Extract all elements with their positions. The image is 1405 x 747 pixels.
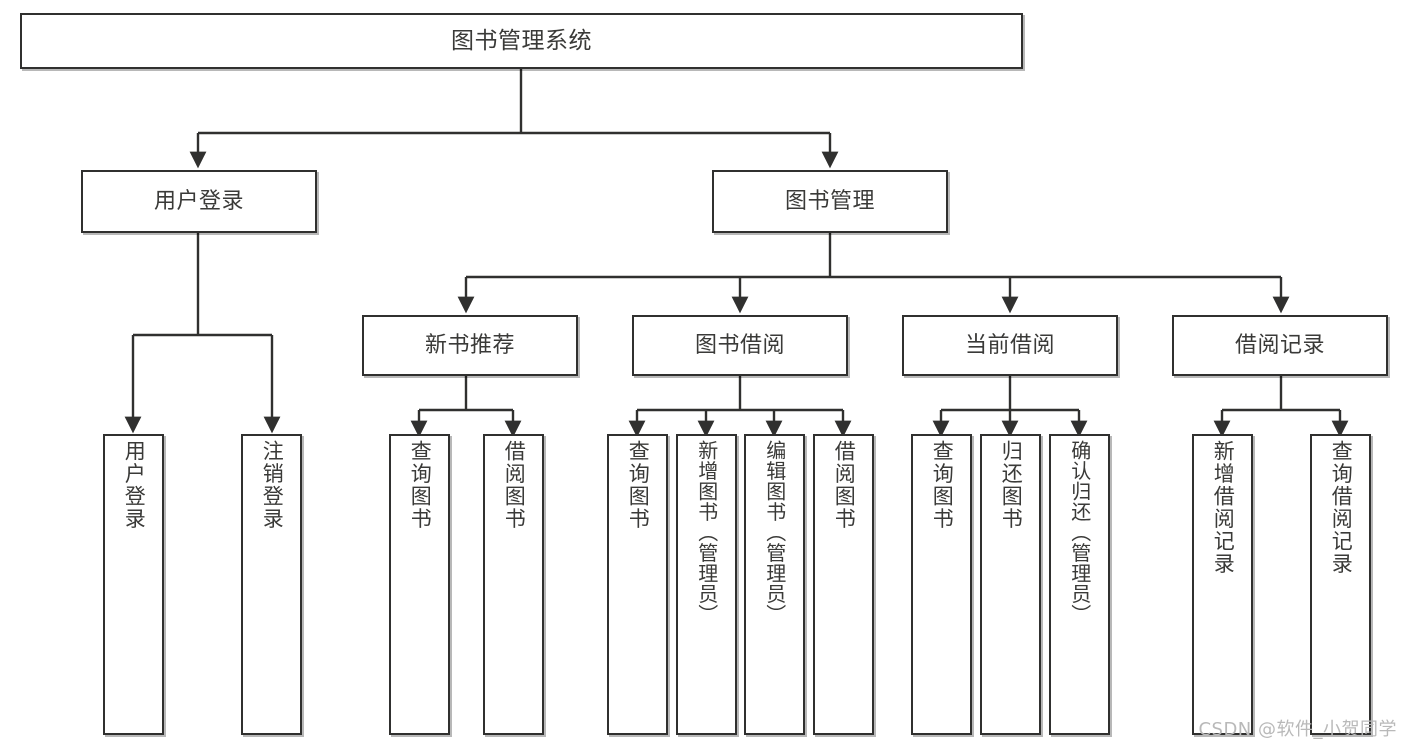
node-leaf-query-book-3-label: 查询图书	[930, 440, 955, 530]
node-new-book-recommend[interactable]: 新书推荐	[362, 315, 578, 376]
node-leaf-return-book-label: 归还图书	[999, 440, 1024, 530]
node-leaf-add-record[interactable]: 新增借阅记录	[1192, 434, 1253, 735]
node-current-borrow-label: 当前借阅	[964, 332, 1055, 358]
watermark: CSDN @软件_小贺同学	[1198, 719, 1397, 740]
node-current-borrow[interactable]: 当前借阅	[902, 315, 1118, 376]
node-leaf-query-book-2-label: 查询图书	[626, 440, 651, 530]
node-user-login-label: 用户登录	[153, 188, 244, 214]
node-leaf-borrow-book-1-label: 借阅图书	[502, 440, 527, 530]
node-leaf-add-book-label: 新增图书（管理员）	[694, 440, 719, 625]
node-leaf-edit-book[interactable]: 编辑图书（管理员）	[744, 434, 805, 735]
node-book-borrow[interactable]: 图书借阅	[632, 315, 848, 376]
node-borrow-record[interactable]: 借阅记录	[1172, 315, 1388, 376]
node-leaf-query-book-2[interactable]: 查询图书	[607, 434, 668, 735]
node-book-management-label: 图书管理	[784, 188, 875, 214]
node-leaf-logout-login-label: 注销登录	[260, 440, 285, 530]
node-leaf-user-login-label: 用户登录	[122, 440, 147, 530]
node-leaf-query-record-label: 查询借阅记录	[1329, 440, 1354, 575]
node-leaf-add-book[interactable]: 新增图书（管理员）	[676, 434, 737, 735]
node-user-login[interactable]: 用户登录	[81, 170, 317, 233]
node-leaf-user-login[interactable]: 用户登录	[103, 434, 164, 735]
node-leaf-logout-login[interactable]: 注销登录	[241, 434, 302, 735]
node-book-management[interactable]: 图书管理	[712, 170, 948, 233]
node-leaf-confirm-return[interactable]: 确认归还（管理员）	[1049, 434, 1110, 735]
node-leaf-edit-book-label: 编辑图书（管理员）	[762, 440, 787, 625]
node-leaf-query-book-1-label: 查询图书	[408, 440, 433, 530]
node-root[interactable]: 图书管理系统	[20, 13, 1023, 69]
node-borrow-record-label: 借阅记录	[1234, 332, 1325, 358]
node-new-book-recommend-label: 新书推荐	[424, 332, 515, 358]
node-leaf-borrow-book-2[interactable]: 借阅图书	[813, 434, 874, 735]
node-leaf-add-record-label: 新增借阅记录	[1211, 440, 1236, 575]
node-leaf-query-record[interactable]: 查询借阅记录	[1310, 434, 1371, 735]
node-leaf-query-book-1[interactable]: 查询图书	[389, 434, 450, 735]
node-leaf-return-book[interactable]: 归还图书	[980, 434, 1041, 735]
node-leaf-borrow-book-2-label: 借阅图书	[832, 440, 857, 530]
node-book-borrow-label: 图书借阅	[694, 332, 785, 358]
node-leaf-query-book-3[interactable]: 查询图书	[911, 434, 972, 735]
node-leaf-borrow-book-1[interactable]: 借阅图书	[483, 434, 544, 735]
node-root-label: 图书管理系统	[451, 27, 592, 54]
node-leaf-confirm-return-label: 确认归还（管理员）	[1067, 440, 1092, 625]
